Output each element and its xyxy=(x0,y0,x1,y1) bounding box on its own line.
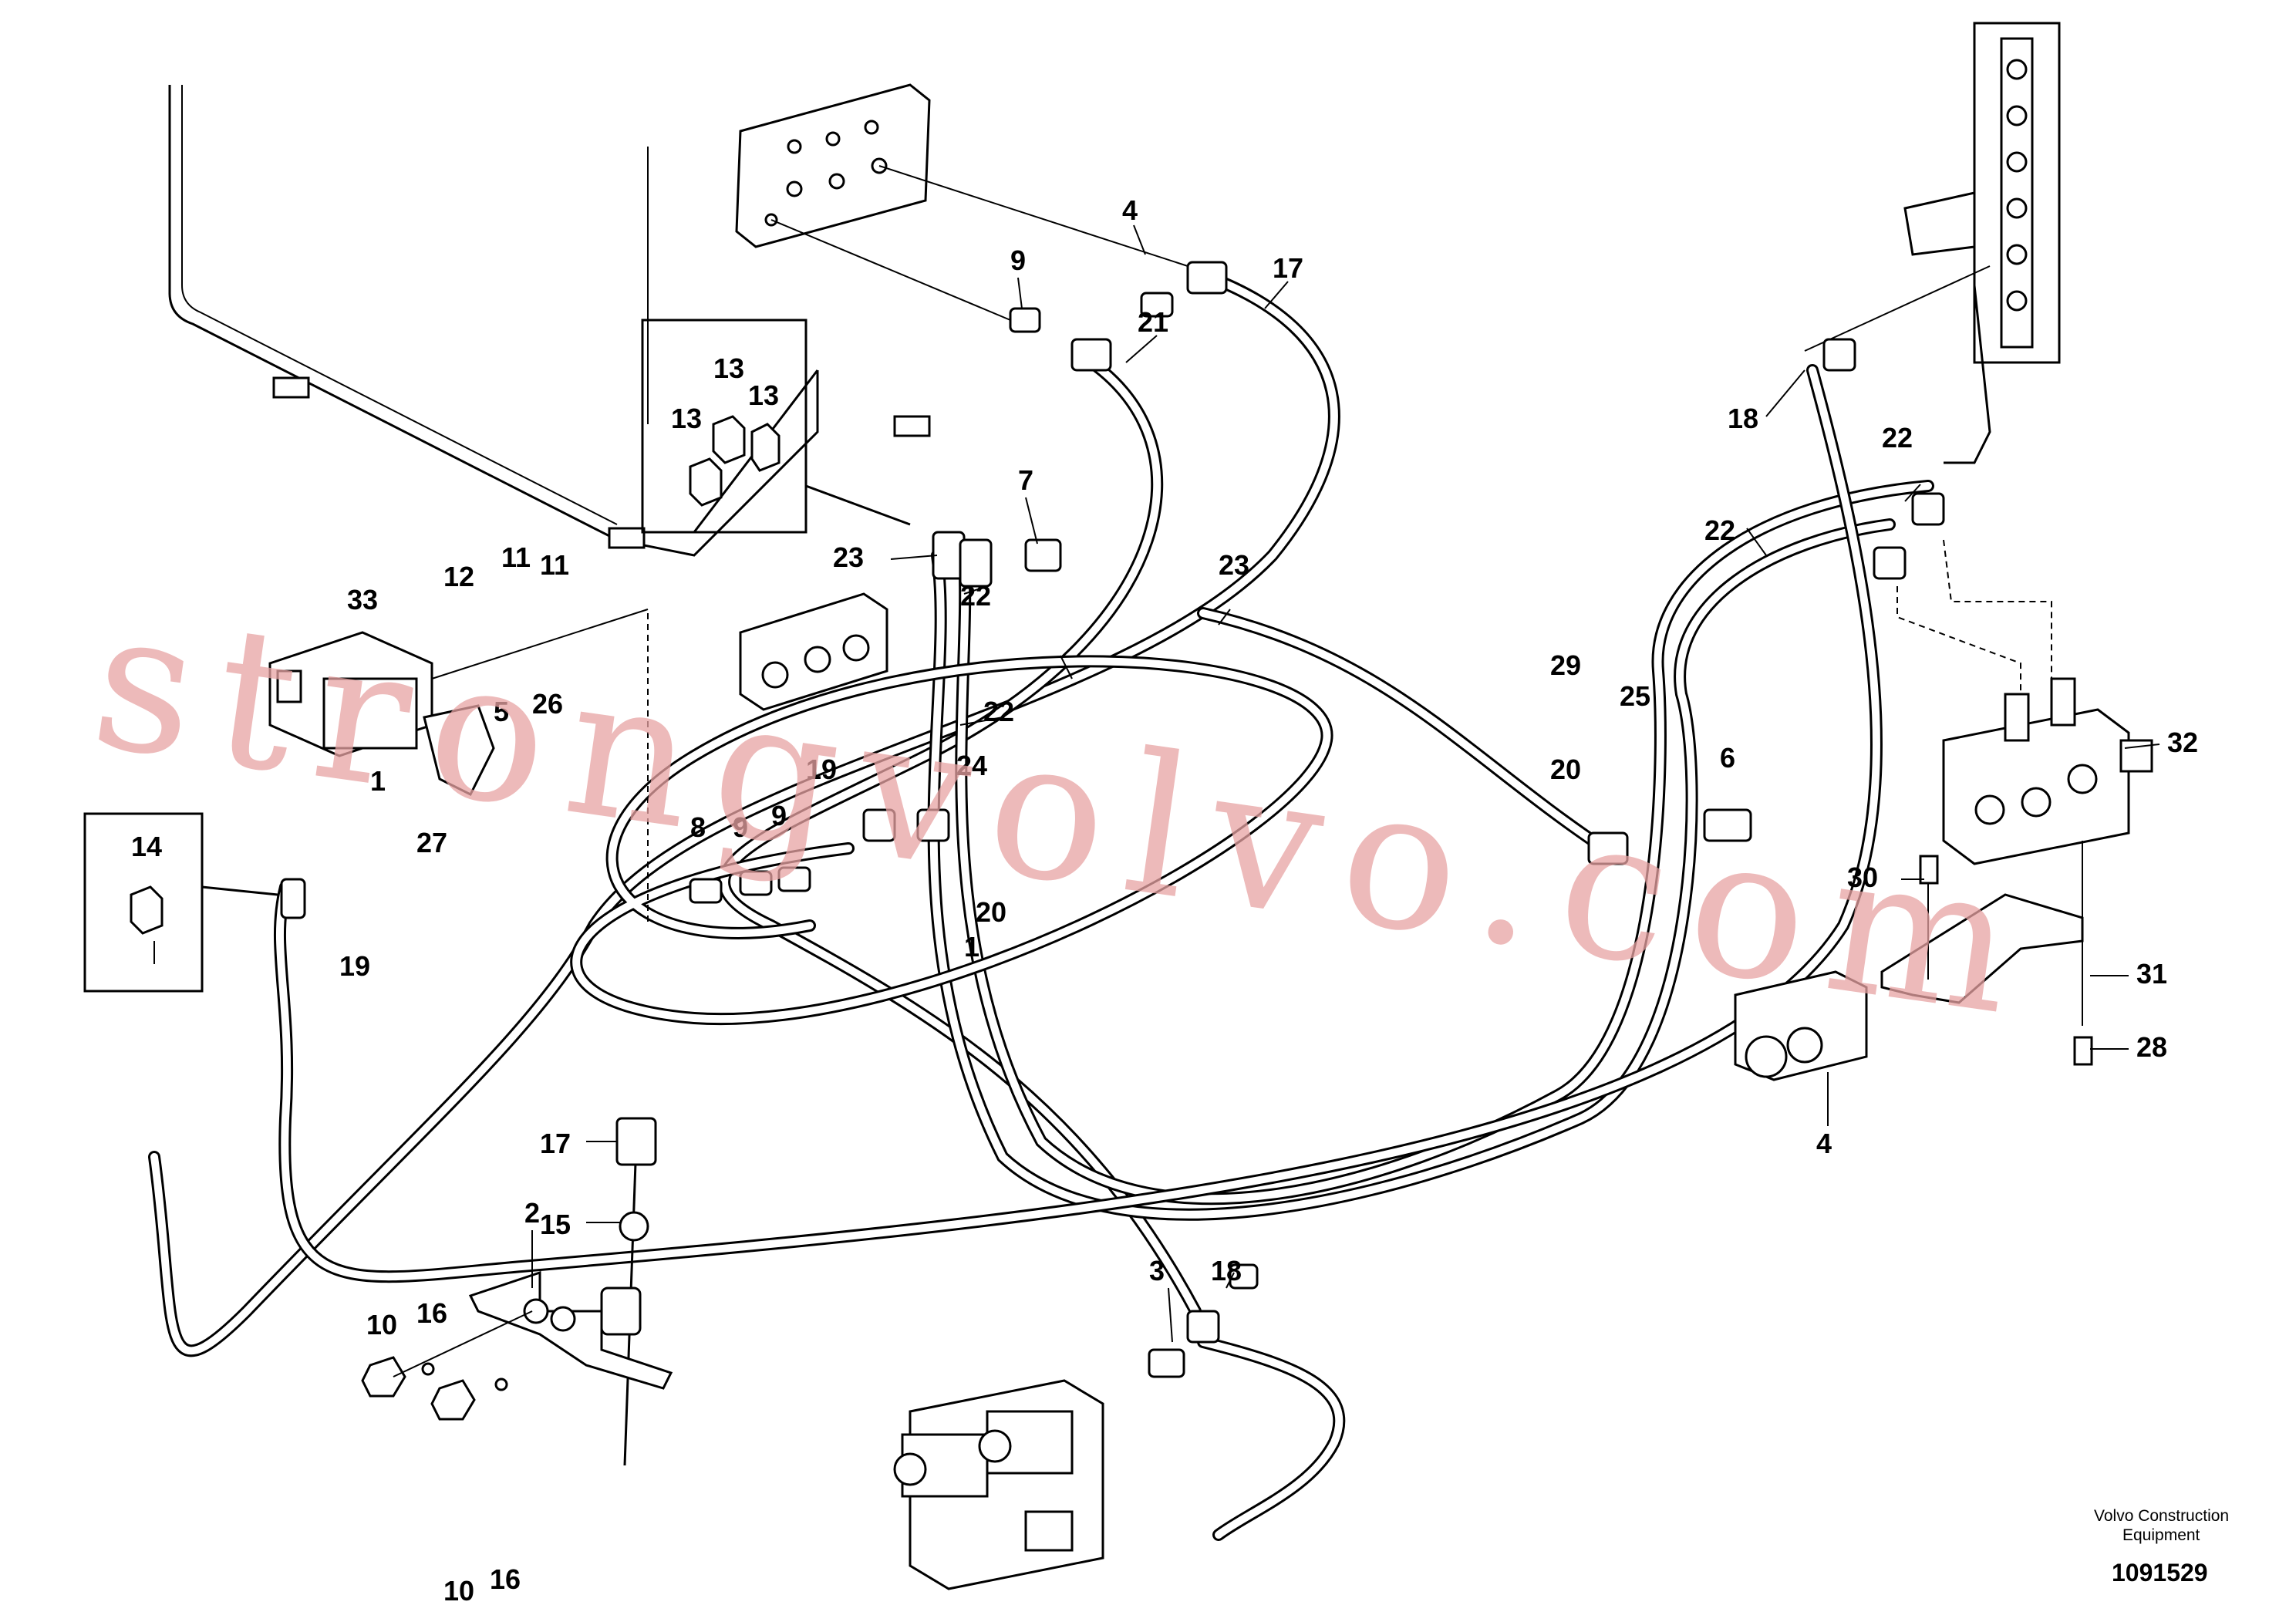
callout-15: 15 xyxy=(540,1209,571,1240)
callout-9-a: 9 xyxy=(733,811,748,843)
callout-23-b: 23 xyxy=(1219,549,1249,581)
callout-20-mid: 20 xyxy=(976,896,1006,928)
drawing-number: 1091529 xyxy=(2112,1559,2208,1587)
callout-12: 12 xyxy=(443,561,474,592)
fittings xyxy=(280,261,1945,1378)
callout-11-a: 11 xyxy=(501,541,531,573)
callout-10-a: 10 xyxy=(366,1309,397,1340)
callout-22-d: 22 xyxy=(1704,514,1735,546)
callout-24: 24 xyxy=(956,750,987,781)
mounting-plate xyxy=(735,83,1188,321)
valve-stack xyxy=(1804,22,2061,464)
callout-20-right: 20 xyxy=(1550,754,1581,785)
callout-13-b: 13 xyxy=(671,403,702,434)
callout-21: 21 xyxy=(1138,306,1168,338)
bracket xyxy=(1880,841,2093,1066)
callout-9-b: 9 xyxy=(771,800,787,831)
callout-6: 7 xyxy=(1018,464,1033,496)
watermark-text: strongvolvo.com xyxy=(81,566,2049,1061)
callout-13-a: 13 xyxy=(713,352,744,384)
callout-26: 26 xyxy=(532,688,563,720)
callout-8: 8 xyxy=(690,811,706,843)
callout-33: 33 xyxy=(347,584,378,615)
callout-32: 32 xyxy=(2167,727,2198,758)
callout-19-mid: 19 xyxy=(806,754,837,785)
clamp-block xyxy=(739,592,888,711)
inset-box-13 xyxy=(641,319,911,534)
callout-10-b: 10 xyxy=(443,1575,474,1607)
leader-lines xyxy=(153,224,2160,1343)
callout-18-top: 18 xyxy=(1728,403,1758,434)
callout-1-mid: 1 xyxy=(964,931,979,963)
callout-19-bottom: 18 xyxy=(1211,1255,1242,1286)
callout-7: 6 xyxy=(1720,742,1735,774)
callout-22-b: 22 xyxy=(983,696,1014,727)
callout-31: 31 xyxy=(2136,958,2167,990)
callout-2: 2 xyxy=(524,1197,540,1229)
callout-labels: 4 9 17 21 13 13 13 7 23 22 23 22 24 18 2… xyxy=(131,194,2198,1607)
tank-outline xyxy=(168,85,931,557)
callout-18-left: 19 xyxy=(339,950,370,982)
callout-28: 29 xyxy=(1550,649,1581,681)
solenoid-valve xyxy=(268,609,649,926)
callout-9-top: 9 xyxy=(1010,244,1026,276)
inset-box-14 xyxy=(83,812,278,993)
callout-29: 30 xyxy=(1847,862,1878,893)
callout-17-top: 17 xyxy=(1273,252,1303,284)
callout-1-left: 1 xyxy=(370,765,386,797)
callout-14: 14 xyxy=(131,831,162,862)
callout-11-b: 11 xyxy=(540,549,569,581)
callout-3: 3 xyxy=(1149,1255,1165,1286)
credit-line-2: Equipment xyxy=(2122,1526,2200,1544)
callout-17-bottom: 17 xyxy=(540,1128,571,1159)
hoses xyxy=(148,271,1934,1541)
callout-4-bottom: 4 xyxy=(1816,1128,1832,1159)
callout-22-a: 22 xyxy=(960,580,991,612)
callout-16-b: 16 xyxy=(490,1563,521,1595)
small-valve-block xyxy=(1734,970,1868,1081)
lower-bracket xyxy=(361,1270,673,1421)
callout-23-a: 23 xyxy=(833,541,864,573)
credit-line-1: Volvo Construction xyxy=(2094,1507,2229,1525)
bottom-valve-assembly xyxy=(893,1379,1104,1590)
directional-valve xyxy=(1896,539,2153,865)
callout-13-c: 13 xyxy=(748,379,779,411)
callout-30: 28 xyxy=(2136,1031,2167,1063)
callout-22-c: 22 xyxy=(1882,422,1913,454)
callout-5: 5 xyxy=(494,696,509,727)
callout-4-top: 4 xyxy=(1122,194,1138,226)
callout-27: 27 xyxy=(416,827,447,858)
callout-25: 25 xyxy=(1620,680,1650,712)
callout-16-a: 16 xyxy=(416,1297,447,1329)
